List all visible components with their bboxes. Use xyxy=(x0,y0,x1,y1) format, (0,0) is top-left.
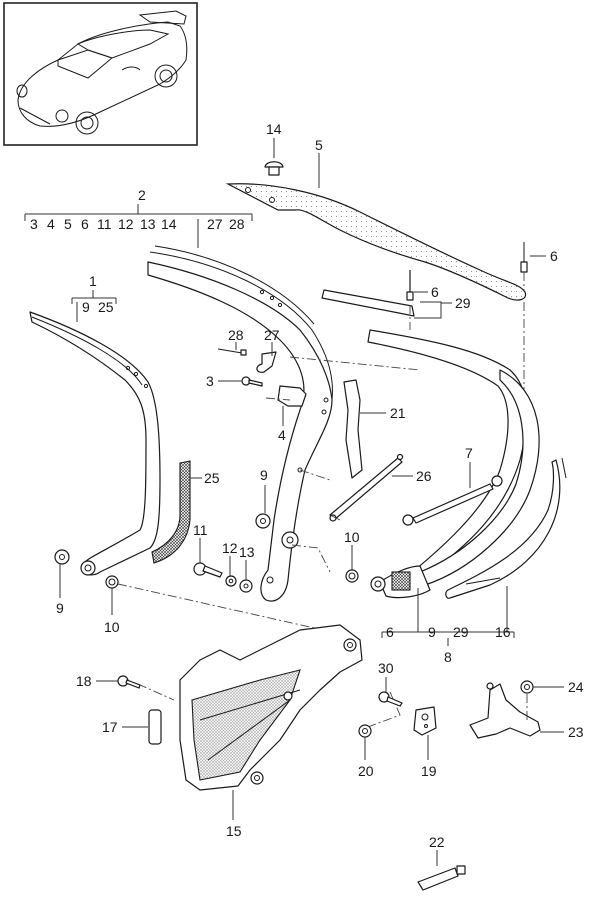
car-icon xyxy=(16,10,188,135)
bracket-19[interactable] xyxy=(413,706,437,736)
bushing-10-b[interactable] xyxy=(345,569,359,583)
block-4[interactable] xyxy=(277,385,307,407)
callout-18[interactable]: 18 xyxy=(76,673,92,689)
rivet-6-b[interactable] xyxy=(520,242,528,273)
seal-16[interactable] xyxy=(445,457,567,599)
callout-2-child: 14 xyxy=(161,216,177,232)
roof-tension-strip-5[interactable] xyxy=(225,183,527,301)
callout-12[interactable]: 12 xyxy=(222,540,238,556)
callout-27[interactable]: 27 xyxy=(264,327,280,343)
callout-23[interactable]: 23 xyxy=(568,724,584,740)
screw-18[interactable] xyxy=(117,675,141,689)
callout-3[interactable]: 3 xyxy=(206,373,214,389)
grease-tube-22[interactable] xyxy=(417,865,466,891)
group-2-bracket: 2 3 4 5 6 11 12 13 14 27 28 xyxy=(24,187,253,248)
callout-5[interactable]: 5 xyxy=(315,137,323,153)
callout-8-child: 9 xyxy=(428,624,436,640)
callout-1[interactable]: 1 xyxy=(89,273,97,289)
nut-24[interactable] xyxy=(520,680,534,694)
callout-8-child: 16 xyxy=(495,624,511,640)
middle-bow-frame[interactable] xyxy=(147,245,333,602)
callout-22[interactable]: 22 xyxy=(429,834,445,850)
callout-2-child: 6 xyxy=(81,216,89,232)
callout-2-child: 12 xyxy=(118,216,134,232)
callout-2-child: 28 xyxy=(229,216,245,232)
front-bow-frame[interactable] xyxy=(29,311,161,576)
callout-29[interactable]: 29 xyxy=(455,295,471,311)
callout-14[interactable]: 14 xyxy=(266,121,282,137)
callout-28[interactable]: 28 xyxy=(228,327,244,343)
callout-9[interactable]: 9 xyxy=(260,467,268,483)
callout-11[interactable]: 11 xyxy=(193,522,208,538)
callout-25[interactable]: 25 xyxy=(204,470,220,486)
rivet-6-a[interactable] xyxy=(406,270,414,301)
callout-10[interactable]: 10 xyxy=(344,529,360,545)
callout-26[interactable]: 26 xyxy=(416,468,432,484)
callout-7[interactable]: 7 xyxy=(465,445,473,461)
clip-14[interactable] xyxy=(264,161,284,176)
callout-2-child: 5 xyxy=(64,216,72,232)
car-thumbnail[interactable] xyxy=(3,2,198,146)
callout-2-child: 11 xyxy=(97,216,112,232)
strut-26[interactable] xyxy=(329,453,404,522)
callout-24[interactable]: 24 xyxy=(568,679,584,695)
callouts: 14 5 6 6 29 28 27 3 4 21 9 25 26 7 11 12… xyxy=(56,121,584,850)
bushing-10-a[interactable] xyxy=(105,575,119,589)
callout-8-child: 29 xyxy=(453,624,469,640)
callout-2-child: 27 xyxy=(207,216,223,232)
callout-30[interactable]: 30 xyxy=(378,660,394,676)
leader-lines xyxy=(59,138,564,866)
callout-10[interactable]: 10 xyxy=(104,619,120,635)
callout-8-child: 6 xyxy=(386,624,394,640)
callout-4[interactable]: 4 xyxy=(278,427,286,443)
nut-20[interactable] xyxy=(358,724,372,738)
bolt-11[interactable] xyxy=(193,562,223,578)
cap-17[interactable] xyxy=(148,709,162,745)
callout-20[interactable]: 20 xyxy=(358,763,374,779)
callout-1-child: 25 xyxy=(98,299,114,315)
callout-17[interactable]: 17 xyxy=(102,719,118,735)
callout-1-child: 9 xyxy=(82,299,90,315)
washer-9-a[interactable] xyxy=(54,549,70,565)
callout-9[interactable]: 9 xyxy=(56,600,64,616)
group-1-bracket: 1 9 25 xyxy=(71,273,117,322)
callout-13[interactable]: 13 xyxy=(239,544,255,560)
callout-6[interactable]: 6 xyxy=(550,248,558,264)
bolt-3[interactable] xyxy=(241,376,263,387)
callout-2-child: 13 xyxy=(140,216,156,232)
callout-15[interactable]: 15 xyxy=(226,823,242,839)
bracket-23[interactable] xyxy=(469,682,541,739)
washer-12[interactable] xyxy=(225,575,237,587)
callout-21[interactable]: 21 xyxy=(390,405,406,421)
pin-28[interactable] xyxy=(217,348,247,356)
mesh-strip-25[interactable] xyxy=(151,460,191,564)
callout-8[interactable]: 8 xyxy=(444,649,452,665)
bracket-27[interactable] xyxy=(256,351,277,373)
screw-30[interactable] xyxy=(378,691,403,707)
callout-2-child: 3 xyxy=(30,216,38,232)
callout-19[interactable]: 19 xyxy=(421,763,437,779)
washer-9-b[interactable] xyxy=(255,513,271,529)
wedge-29[interactable] xyxy=(321,289,415,317)
strut-7[interactable] xyxy=(402,475,503,526)
callout-6[interactable]: 6 xyxy=(431,284,439,300)
callout-2-child: 4 xyxy=(47,216,55,232)
washer-13[interactable] xyxy=(239,579,253,593)
cover-21[interactable] xyxy=(343,379,363,479)
hinge-console-15[interactable] xyxy=(179,624,363,791)
callout-2[interactable]: 2 xyxy=(138,187,146,203)
